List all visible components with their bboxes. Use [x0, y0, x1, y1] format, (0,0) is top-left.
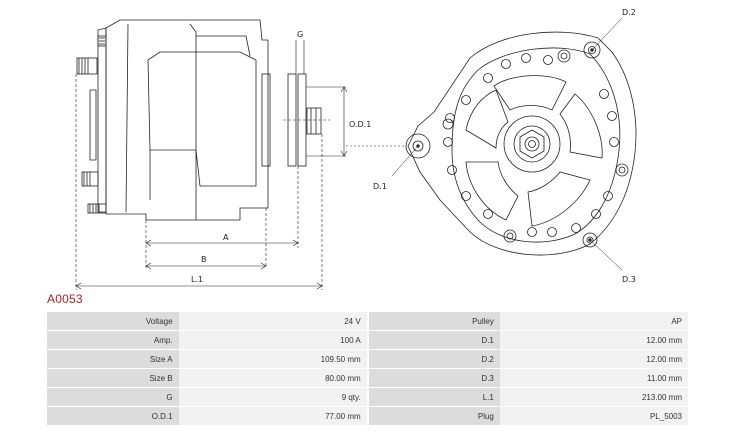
spec-value: 9 qty.	[178, 388, 367, 406]
spec-label: Pulley	[368, 312, 500, 330]
spec-table: Voltage 24 V Pulley AP Amp. 100 A D.1 12…	[47, 311, 688, 426]
dim-label-d1: D.1	[373, 182, 387, 191]
spec-gap	[366, 331, 369, 349]
spec-value: 213.00 mm	[499, 388, 688, 406]
spec-row: Amp. 100 A D.1 12.00 mm	[47, 331, 688, 349]
dim-label-d2: D.2	[622, 8, 636, 17]
spec-gap	[366, 407, 369, 425]
leader-lines	[391, 17, 623, 271]
spec-value: 24 V	[178, 312, 367, 330]
spec-label: Size B	[47, 369, 179, 387]
spec-label: Voltage	[47, 312, 179, 330]
spec-label: Plug	[368, 407, 500, 425]
spec-value: 80.00 mm	[178, 369, 367, 387]
spec-gap	[366, 369, 369, 387]
spec-value: 11.00 mm	[499, 369, 688, 387]
spec-label: D.2	[368, 350, 500, 368]
alternator-front-view	[346, 31, 637, 256]
technical-drawing: G O.D.1 D.1 D.2 D.3 A B L.1	[75, 8, 637, 290]
spec-gap	[366, 312, 369, 330]
spec-value: 12.00 mm	[499, 331, 688, 349]
spec-value: 100 A	[178, 331, 367, 349]
spec-gap	[366, 350, 369, 368]
spec-label: D.3	[368, 369, 500, 387]
dim-label-d3: D.3	[622, 275, 636, 284]
spec-label: L.1	[368, 388, 500, 406]
part-code: A0053	[47, 292, 83, 306]
spec-label: Amp.	[47, 331, 179, 349]
dim-label-l1: L.1	[191, 275, 203, 284]
alternator-side-view	[76, 19, 330, 221]
dimension-lines	[75, 74, 348, 290]
spec-value: 109.50 mm	[178, 350, 367, 368]
spec-row: G 9 qty. L.1 213.00 mm	[47, 388, 688, 406]
spec-label: O.D.1	[47, 407, 179, 425]
dim-label-od1: O.D.1	[349, 120, 371, 129]
spec-value: 12.00 mm	[499, 350, 688, 368]
dim-label-a: A	[223, 233, 229, 242]
spec-row: Size B 80.00 mm D.3 11.00 mm	[47, 369, 688, 387]
spec-value: 77.00 mm	[178, 407, 367, 425]
spec-value: AP	[499, 312, 688, 330]
spec-gap	[366, 388, 369, 406]
spec-label: G	[47, 388, 179, 406]
spec-row: O.D.1 77.00 mm Plug PL_5003	[47, 407, 688, 425]
spec-value: PL_5003	[499, 407, 688, 425]
spec-row: Size A 109.50 mm D.2 12.00 mm	[47, 350, 688, 368]
spec-row: Voltage 24 V Pulley AP	[47, 312, 688, 330]
dim-label-b: B	[201, 255, 207, 264]
spec-label: D.1	[368, 331, 500, 349]
dim-label-g: G	[297, 30, 303, 39]
spec-label: Size A	[47, 350, 179, 368]
